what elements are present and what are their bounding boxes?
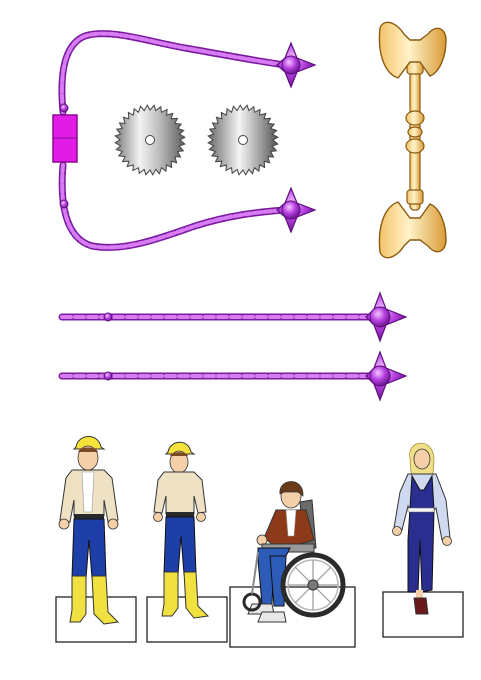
wheelchair-wheel (280, 552, 346, 618)
woman-figure-icon (392, 442, 452, 615)
figure-base-1 (55, 596, 137, 643)
flail-lower-head (276, 186, 317, 234)
saw-blade-left-icon (114, 104, 186, 176)
mace-rod-upper-icon (58, 291, 408, 343)
axe-bottom-head (378, 201, 447, 259)
wheelchair-figure-icon (242, 481, 346, 623)
worker-figure-2-icon (153, 441, 210, 619)
worker-figure-1-icon (58, 436, 120, 625)
mace-rod-lower-icon (58, 350, 408, 402)
axe-top-head (378, 21, 447, 79)
double-axe-icon (378, 21, 447, 259)
flail-upper-head (276, 41, 317, 89)
saw-blade-right-icon (207, 104, 279, 176)
double-flail-icon (52, 30, 317, 251)
